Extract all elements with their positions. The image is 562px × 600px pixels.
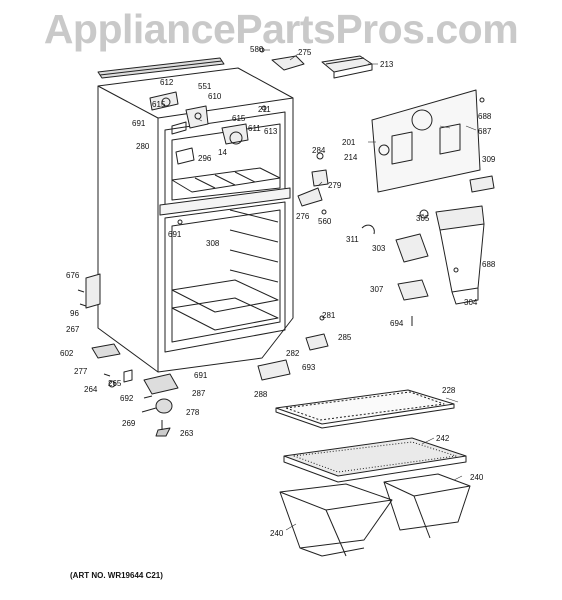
part-callout-580: 580	[250, 45, 264, 54]
glass-shelf	[275, 389, 455, 429]
crisper-drawer-left	[279, 483, 393, 557]
part-callout-296: 296	[198, 154, 212, 163]
part-callout-288: 288	[254, 390, 268, 399]
sensor-clip	[361, 224, 375, 235]
part-callout-240: 240	[270, 529, 284, 538]
kick-plate-bracket	[257, 315, 329, 381]
part-callout-691: 691	[168, 230, 182, 239]
part-callout-691: 691	[132, 119, 146, 128]
part-callout-693: 693	[302, 363, 316, 372]
air-duct	[419, 205, 485, 305]
part-callout-676: 676	[66, 271, 80, 280]
part-callout-276: 276	[296, 212, 310, 221]
part-callout-264: 264	[84, 385, 98, 394]
side-hinge-bracket	[77, 273, 101, 309]
crisper-cover	[283, 437, 467, 483]
part-callout-278: 278	[186, 408, 200, 417]
part-callout-311: 311	[346, 235, 359, 244]
part-callout-265: 265	[108, 379, 122, 388]
art-number: (ART NO. WR19644 C21)	[70, 571, 163, 580]
part-callout-214: 214	[344, 153, 358, 162]
ice-tray-part	[321, 55, 373, 79]
part-callout-14: 14	[218, 148, 227, 157]
part-callout-615: 615	[232, 114, 246, 123]
bottom-hinge	[91, 343, 179, 395]
part-callout-560: 560	[318, 217, 332, 226]
part-callout-308: 308	[206, 239, 220, 248]
part-callout-692: 692	[120, 394, 134, 403]
top-hinge-part	[259, 47, 305, 71]
part-callout-201: 201	[342, 138, 356, 147]
part-callout-275: 275	[298, 48, 312, 57]
part-callout-213: 213	[380, 60, 394, 69]
part-callout-687: 687	[478, 127, 492, 136]
label-card	[469, 175, 495, 193]
part-callout-307: 307	[370, 285, 384, 294]
part-callout-309: 309	[482, 155, 496, 164]
part-callout-280: 280	[136, 142, 150, 151]
leveling-roller	[141, 395, 173, 437]
part-callout-602: 602	[60, 349, 74, 358]
part-callout-688: 688	[482, 260, 496, 269]
damper-part	[297, 169, 329, 207]
part-callout-281: 281	[322, 311, 336, 320]
part-callout-228: 228	[442, 386, 456, 395]
part-callout-688: 688	[478, 112, 492, 121]
part-callout-269: 269	[122, 419, 136, 428]
part-callout-610: 610	[208, 92, 222, 101]
part-callout-242: 242	[436, 434, 450, 443]
fan-bracket	[395, 233, 429, 326]
part-callout-304: 304	[464, 298, 478, 307]
part-callout-694: 694	[390, 319, 404, 328]
part-callout-240: 240	[470, 473, 484, 482]
part-callout-267: 267	[66, 325, 80, 334]
crisper-drawer-right	[383, 473, 471, 539]
part-callout-211: 211	[258, 105, 271, 114]
part-callout-279: 279	[328, 181, 342, 190]
part-callout-277: 277	[74, 367, 88, 376]
site-watermark: AppliancePartsPros.com	[43, 6, 519, 52]
part-callout-282: 282	[286, 349, 300, 358]
part-callout-96: 96	[70, 309, 79, 318]
evaporator-cover-panel	[371, 89, 481, 193]
small-fasteners	[177, 97, 485, 273]
part-callout-303: 303	[372, 244, 386, 253]
leader-lines	[195, 49, 477, 531]
part-callout-611: 611	[248, 124, 261, 133]
part-callout-285: 285	[338, 333, 352, 342]
cabinet-body	[97, 67, 294, 373]
part-callout-305: 305	[416, 214, 430, 223]
part-callout-284: 284	[312, 146, 326, 155]
part-callout-287: 287	[192, 389, 206, 398]
part-callout-613: 613	[264, 127, 278, 136]
control-cluster	[149, 91, 249, 165]
part-callout-691: 691	[194, 371, 208, 380]
part-callout-615: 615	[152, 100, 166, 109]
part-callout-612: 612	[160, 78, 174, 87]
door-gasket-strip	[97, 57, 225, 79]
part-callout-263: 263	[180, 429, 194, 438]
part-callout-551: 551	[198, 82, 212, 91]
